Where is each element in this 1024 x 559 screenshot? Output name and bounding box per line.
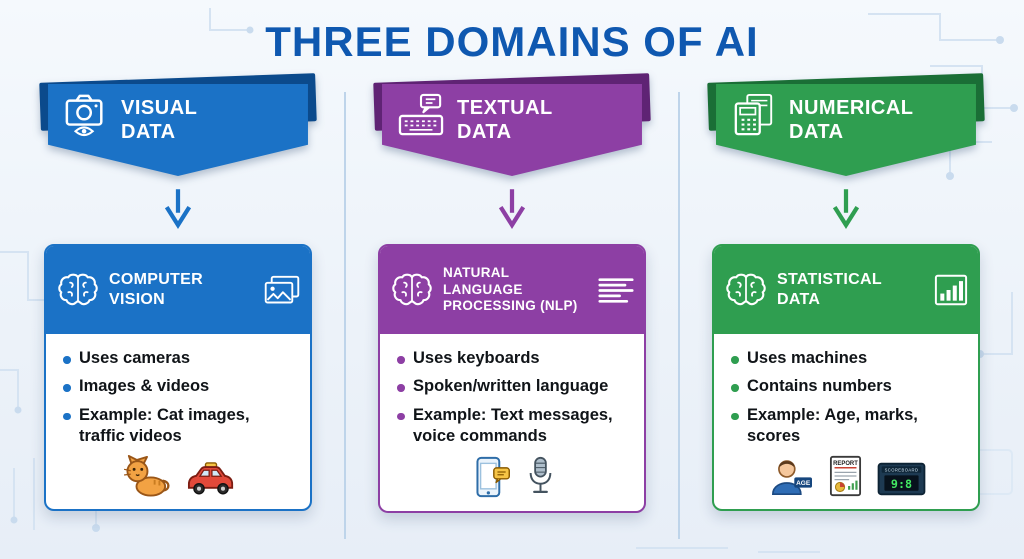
phone-chat-icon bbox=[472, 455, 512, 499]
column-divider bbox=[344, 92, 346, 539]
photos-icon bbox=[264, 275, 300, 306]
svg-text:REPORT: REPORT bbox=[833, 461, 858, 467]
bar-chart-icon bbox=[934, 274, 968, 306]
card-header: COMPUTER VISION bbox=[46, 246, 310, 334]
brain-icon bbox=[390, 271, 434, 310]
card-computer-vision: COMPUTER VISION Uses cameras Images & v bbox=[44, 244, 312, 511]
bullet-item: Example: Cat images, traffic videos bbox=[62, 405, 296, 448]
footer-icons bbox=[396, 455, 630, 501]
card-title: NATURAL LANGUAGE PROCESSING (NLP) bbox=[443, 264, 578, 314]
bullet-list: Uses cameras Images & videos Example: Ca… bbox=[62, 348, 296, 455]
calculator-icon bbox=[732, 93, 776, 142]
column-divider bbox=[678, 92, 680, 539]
card-body: Uses keyboards Spoken/written language E… bbox=[380, 334, 644, 511]
bullet-list: Uses keyboards Spoken/written language E… bbox=[396, 348, 630, 455]
cat-icon bbox=[123, 454, 171, 497]
svg-text:AGE: AGE bbox=[796, 480, 811, 487]
bullet-item: Example: Text messages, voice commands bbox=[396, 405, 630, 448]
down-arrow-icon bbox=[830, 187, 862, 235]
down-arrow-icon bbox=[496, 187, 528, 235]
bullet-item: Spoken/written language bbox=[396, 376, 630, 397]
bullet-item: Contains numbers bbox=[730, 376, 964, 397]
bullet-item: Uses machines bbox=[730, 348, 964, 369]
text-lines-icon bbox=[598, 276, 634, 305]
card-header: NATURAL LANGUAGE PROCESSING (NLP) bbox=[380, 246, 644, 334]
column-textual-data: TEXTUAL DATA NATURAL LAN bbox=[373, 73, 651, 513]
card-title: STATISTICAL DATA bbox=[777, 271, 882, 308]
ribbon-front: VISUAL DATA bbox=[48, 84, 308, 176]
footer-icons bbox=[62, 454, 296, 499]
bullet-item: Example: Age, marks, scores bbox=[730, 405, 964, 448]
footer-icons: AGE REPORT bbox=[730, 455, 964, 499]
microphone-icon bbox=[527, 456, 554, 499]
brain-icon bbox=[724, 271, 768, 310]
card-header: STATISTICAL DATA bbox=[714, 246, 978, 334]
person-age-icon: AGE bbox=[769, 456, 814, 497]
card-body: Uses machines Contains numbers Example: … bbox=[714, 334, 978, 509]
banner-label: TEXTUAL DATA bbox=[457, 97, 553, 143]
column-numerical-data: NUMERICAL DATA STATISTIC bbox=[707, 73, 985, 513]
bullet-item: Uses cameras bbox=[62, 348, 296, 369]
svg-text:9:8: 9:8 bbox=[890, 477, 911, 491]
column-visual-data: VISUAL DATA COMPUTER VIS bbox=[39, 73, 317, 513]
card-body: Uses cameras Images & videos Example: Ca… bbox=[46, 334, 310, 509]
bullet-item: Uses keyboards bbox=[396, 348, 630, 369]
report-icon: REPORT bbox=[829, 455, 862, 497]
card-title: COMPUTER VISION bbox=[109, 271, 203, 308]
brain-icon bbox=[56, 271, 100, 310]
camera-eye-icon bbox=[64, 93, 108, 142]
banner-numerical-data: NUMERICAL DATA bbox=[707, 73, 985, 176]
svg-text:SCOREBOARD: SCOREBOARD bbox=[884, 467, 918, 472]
ribbon-front: NUMERICAL DATA bbox=[716, 84, 976, 176]
columns-container: VISUAL DATA COMPUTER VIS bbox=[0, 66, 1024, 513]
banner-label: NUMERICAL DATA bbox=[789, 97, 914, 143]
down-arrow-icon bbox=[162, 187, 194, 235]
bullet-list: Uses machines Contains numbers Example: … bbox=[730, 348, 964, 455]
card-nlp: NATURAL LANGUAGE PROCESSING (NLP) Uses k… bbox=[378, 244, 646, 513]
bullet-item: Images & videos bbox=[62, 376, 296, 397]
banner-visual-data: VISUAL DATA bbox=[39, 73, 317, 176]
ribbon-front: TEXTUAL DATA bbox=[382, 84, 642, 176]
card-statistical-data: STATISTICAL DATA Uses machines bbox=[712, 244, 980, 511]
banner-label: VISUAL DATA bbox=[121, 97, 197, 143]
scoreboard-icon: SCOREBOARD 9:8 bbox=[877, 461, 926, 497]
page-title: THREE DOMAINS OF AI bbox=[265, 18, 759, 65]
car-icon bbox=[186, 461, 236, 497]
banner-textual-data: TEXTUAL DATA bbox=[373, 73, 651, 176]
keyboard-chat-icon bbox=[398, 93, 444, 142]
